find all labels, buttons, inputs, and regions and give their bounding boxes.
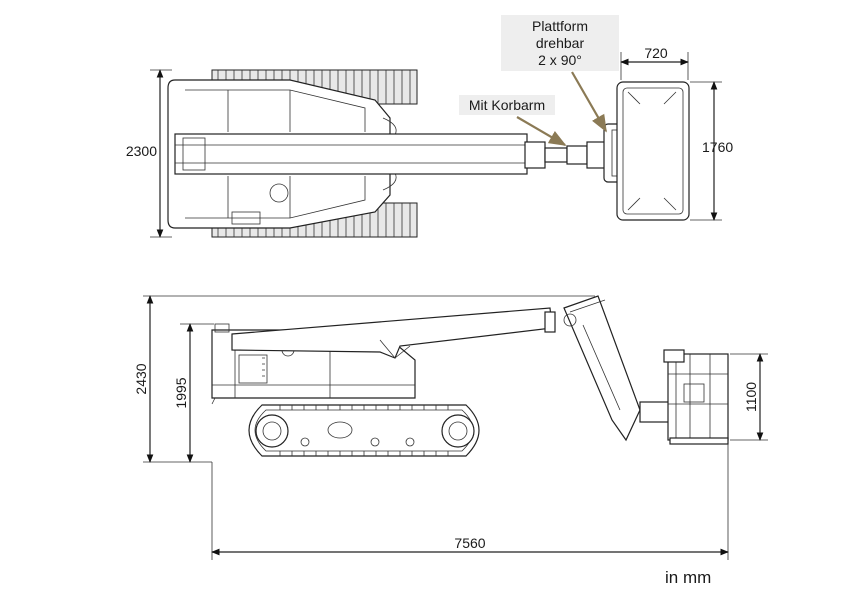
callout-jib-box <box>459 95 555 115</box>
dim-platform-length: 1760 <box>702 139 733 155</box>
dim-body-height: 1995 <box>173 377 189 408</box>
unit-note: in mm <box>665 568 711 587</box>
boom-top <box>174 133 528 175</box>
callout-jib-arrow <box>516 116 567 146</box>
boom-side <box>231 307 553 359</box>
dimension-1995: 1995 <box>173 323 214 463</box>
callout-platform-line2: drehbar <box>536 35 585 51</box>
callout-platform: Plattform drehbar 2 x 90° <box>501 15 619 133</box>
dimension-1760: 1760 <box>690 81 733 221</box>
track-side <box>248 404 480 457</box>
dimension-720: 720 <box>620 45 689 80</box>
rotator-side <box>639 401 671 423</box>
callout-jib: Mit Korbarm <box>459 95 567 146</box>
callout-platform-line1: Plattform <box>532 18 588 34</box>
callout-platform-arrow <box>571 71 607 133</box>
callout-platform-line3: 2 x 90° <box>538 52 582 68</box>
callout-platform-box <box>501 15 619 71</box>
basket-side <box>667 353 729 441</box>
top-view <box>167 69 690 238</box>
idler-front <box>441 414 475 448</box>
dimension-1100: 1100 <box>730 353 768 441</box>
boom-head-top <box>524 141 546 169</box>
sprocket-rear <box>255 414 289 448</box>
dimension-2430: 2430 <box>133 295 595 463</box>
dimension-7560: 7560 <box>211 444 729 560</box>
side-view <box>211 295 729 457</box>
dim-basket-height: 1100 <box>743 382 759 412</box>
dim-overall-length: 7560 <box>454 535 485 551</box>
dim-top-width: 2300 <box>126 143 157 159</box>
dimension-2300: 2300 <box>126 69 172 238</box>
dim-overall-height: 2430 <box>133 363 149 394</box>
dim-platform-width: 720 <box>644 45 668 61</box>
platform-top <box>616 81 690 221</box>
callout-jib-label: Mit Korbarm <box>469 97 545 113</box>
